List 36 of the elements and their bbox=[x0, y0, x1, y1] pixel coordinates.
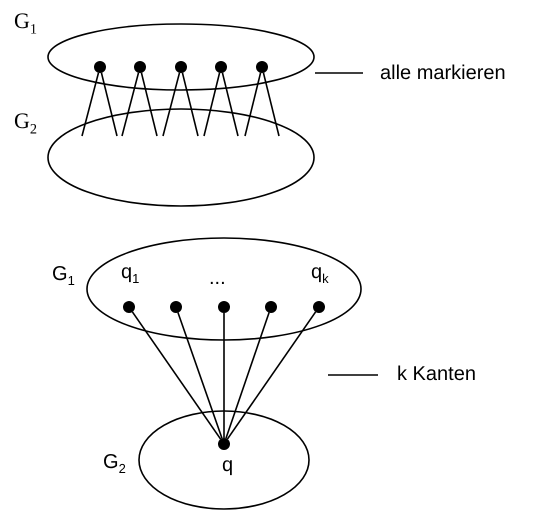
edge-line bbox=[100, 72, 118, 136]
vertex-dot bbox=[175, 61, 187, 73]
vertex-dot bbox=[313, 301, 325, 313]
edge-line bbox=[81, 72, 100, 136]
edge-line bbox=[222, 72, 239, 136]
vertex-dot bbox=[170, 301, 182, 313]
vertex-dot bbox=[218, 301, 230, 313]
edge-line bbox=[203, 72, 220, 136]
vertex-label: q$_{1}$ bbox=[121, 262, 140, 286]
edge-line bbox=[226, 311, 316, 440]
edge-line bbox=[244, 72, 262, 136]
vertex-dot bbox=[256, 61, 268, 73]
annotation-text: alle markieren bbox=[380, 63, 506, 83]
vertex-label: q$_{k}$ bbox=[311, 262, 329, 286]
edge-line bbox=[225, 312, 270, 439]
vertex-dot bbox=[94, 61, 106, 73]
set-label: G$_{1}$ bbox=[14, 10, 38, 38]
vertex-dot bbox=[134, 61, 146, 73]
annotation-text: k Kanten bbox=[397, 364, 476, 384]
set-label: G$_{2}$ bbox=[14, 110, 38, 138]
set-label: G$_{1}$ bbox=[52, 264, 75, 288]
vertex-dot bbox=[218, 438, 230, 450]
vertex-dot bbox=[265, 301, 277, 313]
vertex-dot bbox=[123, 301, 135, 313]
edge-line bbox=[121, 72, 140, 136]
edge-line bbox=[223, 313, 225, 438]
vertex-dot bbox=[215, 61, 227, 73]
vertex-label: ... bbox=[209, 268, 226, 288]
edge-line bbox=[182, 72, 199, 136]
edge-line bbox=[132, 311, 222, 440]
edge-line bbox=[162, 72, 180, 136]
edge-line bbox=[262, 72, 280, 136]
set-label: G$_{2}$ bbox=[103, 452, 126, 476]
vertex-label: q bbox=[222, 455, 234, 475]
edge-line bbox=[177, 312, 223, 439]
edge-line bbox=[140, 72, 158, 136]
